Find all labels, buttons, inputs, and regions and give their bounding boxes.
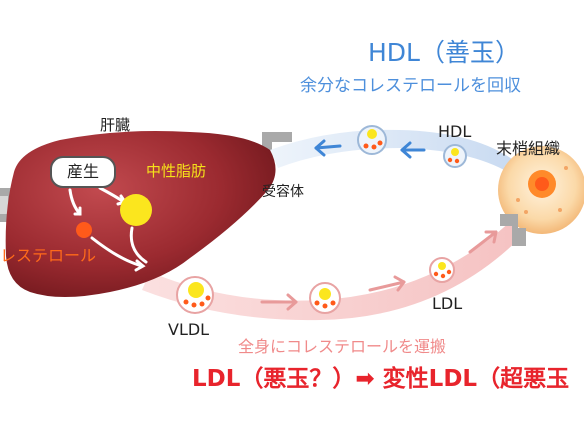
vldl-label: VLDL bbox=[168, 320, 210, 339]
idl-particle bbox=[309, 282, 341, 314]
liver-label: 肝臓 bbox=[100, 116, 131, 134]
cholesterol-label: レステロール bbox=[0, 246, 97, 265]
hdl-subtitle: 余分なコレステロールを回収 bbox=[300, 76, 521, 96]
hdl-return-path bbox=[270, 129, 520, 180]
hdl-particle-large bbox=[357, 125, 387, 155]
vldl-particle bbox=[176, 276, 214, 314]
hdl-title: HDL（善玉） bbox=[368, 38, 520, 67]
transport-label: 全身にコレステロールを運搬 bbox=[238, 337, 447, 356]
triglyceride-label: 中性脂肪 bbox=[146, 162, 207, 180]
ldl-transport-path bbox=[142, 222, 522, 321]
peripheral-tissue-cell bbox=[498, 146, 584, 234]
ldl-particle bbox=[429, 257, 455, 283]
tissue-connector bbox=[500, 214, 526, 246]
hdl-arrows bbox=[314, 139, 426, 159]
hdl-particle-small bbox=[443, 144, 467, 168]
ldl-warning-text: LDL（悪玉？）➡ 変性LDL（超悪玉 bbox=[192, 366, 570, 392]
ldl-particle-label: LDL bbox=[432, 294, 463, 313]
ldl-arrows bbox=[260, 230, 498, 311]
receptor-label: 受容体 bbox=[262, 184, 304, 200]
cholesterol-dot bbox=[76, 222, 92, 238]
hdl-particle-label: HDL bbox=[438, 122, 472, 141]
produce-badge: 産生 bbox=[50, 156, 116, 188]
triglyceride-dot bbox=[120, 194, 152, 226]
tissue-label: 末梢組織 bbox=[496, 139, 561, 158]
